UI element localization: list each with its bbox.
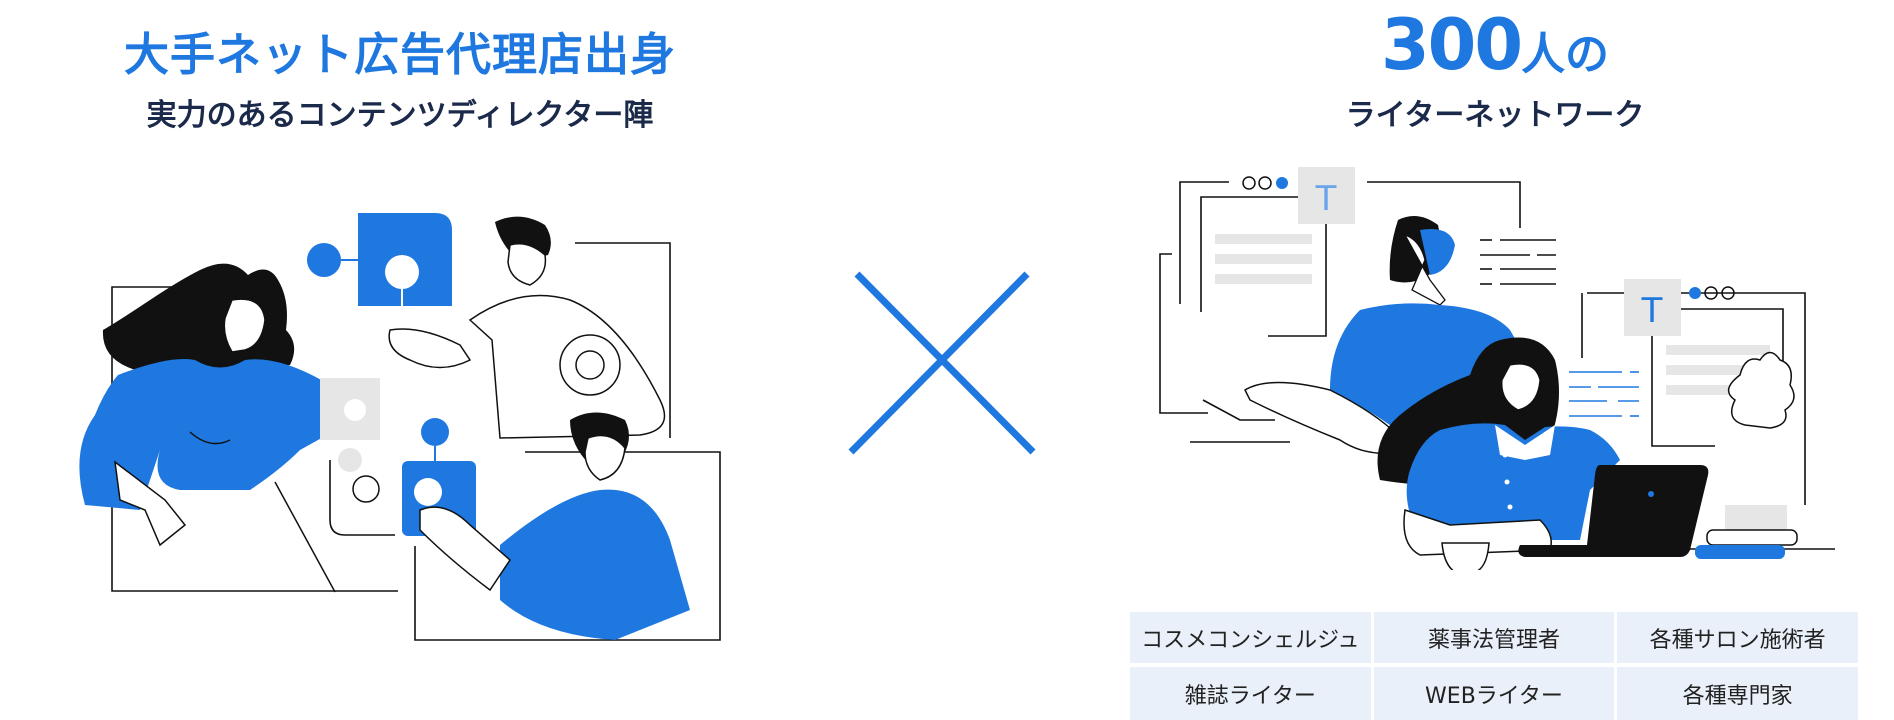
writers-working-illustration: T T [1159, 167, 1835, 570]
role-cell: 各種専門家 [1617, 667, 1858, 720]
svg-text:T: T [1315, 179, 1337, 219]
team-collaboration-illustration [79, 213, 721, 641]
role-cell: 雑誌ライター [1130, 667, 1371, 720]
writer-count: 300 [1380, 4, 1523, 86]
writer-roles-grid: コスメコンシェルジュ 薬事法管理者 各種サロン施術者 雑誌ライター WEBライタ… [1130, 612, 1858, 720]
role-cell: 各種サロン施術者 [1617, 612, 1858, 663]
times-icon [848, 271, 1036, 455]
right-subtitle: ライターネットワーク [1345, 98, 1645, 133]
writer-count-suffix: 人の [1521, 29, 1610, 80]
role-cell: コスメコンシェルジュ [1130, 612, 1371, 663]
right-title: 300人の [1340, 4, 1650, 86]
left-title: 大手ネット広告代理店出身 [123, 28, 676, 81]
left-subtitle: 実力のあるコンテンツディレクター陣 [146, 98, 654, 133]
role-cell: WEBライター [1373, 667, 1615, 720]
svg-text:T: T [1641, 291, 1663, 331]
role-cell: 薬事法管理者 [1373, 612, 1615, 663]
